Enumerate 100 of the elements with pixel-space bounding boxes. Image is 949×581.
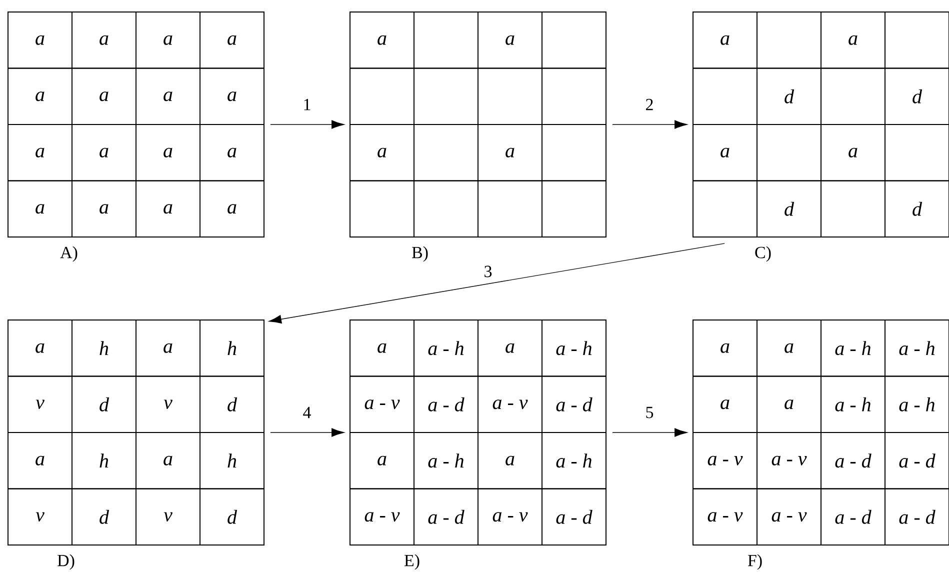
- grid-cell: a: [692, 320, 758, 377]
- grid-cell: h: [200, 432, 264, 490]
- grid-cell: d: [200, 376, 264, 433]
- arrow: [612, 120, 688, 129]
- grid-cell: h: [72, 320, 136, 377]
- grid-cell: a: [350, 320, 414, 377]
- grid-cell: a - v: [350, 376, 414, 433]
- empty-cell: [350, 180, 414, 238]
- grid-cell: a - h: [542, 320, 606, 377]
- grid-cell: a - d: [414, 488, 478, 546]
- empty-cell: [542, 180, 606, 238]
- grid-cell: a: [8, 124, 72, 182]
- grid-cell: a: [820, 124, 886, 182]
- grid-cell: a: [72, 124, 136, 182]
- grid-cell: d: [200, 488, 264, 546]
- empty-cell: [414, 180, 478, 238]
- arrow: [612, 428, 688, 437]
- empty-cell: [756, 12, 822, 69]
- edge-label: 3: [484, 266, 492, 278]
- grid-cell: a - d: [820, 432, 886, 490]
- panel-label: E): [404, 554, 420, 570]
- edge-label: 4: [303, 406, 311, 418]
- grid-cell: a: [8, 68, 72, 125]
- grid-cell: a: [820, 12, 886, 69]
- grid-cell: a: [200, 124, 264, 182]
- empty-cell: [692, 180, 758, 238]
- grid-cell: a: [136, 432, 200, 490]
- grid-cell: a: [350, 124, 414, 182]
- empty-cell: [884, 124, 949, 182]
- grid-cell: a - v: [692, 432, 758, 490]
- grid-cell: d: [884, 68, 949, 125]
- grid-cell: a - v: [692, 488, 758, 546]
- grid-cell: h: [72, 432, 136, 490]
- grid-cell: a - h: [820, 320, 886, 377]
- grid-cell: v: [8, 376, 72, 433]
- empty-cell: [542, 124, 606, 182]
- grid-cell: a: [72, 180, 136, 238]
- grid-cell: a - h: [542, 432, 606, 490]
- grid-cell: a - d: [414, 376, 478, 433]
- grid-cell: a - h: [414, 320, 478, 377]
- grid-cell: a - h: [820, 376, 886, 433]
- arrow: [270, 428, 344, 437]
- empty-cell: [542, 68, 606, 125]
- grid-cell: a - v: [478, 488, 542, 546]
- panel-label: D): [58, 554, 74, 570]
- grid-cell: v: [8, 488, 72, 546]
- grid-cell: a: [200, 68, 264, 125]
- grid-cell: a: [756, 376, 822, 433]
- grid-cell: a: [756, 320, 822, 377]
- grid-cell: a: [136, 320, 200, 377]
- grid-cell: a - d: [542, 488, 606, 546]
- grid-cell: a - v: [350, 488, 414, 546]
- empty-cell: [820, 180, 886, 238]
- arrow: [268, 243, 725, 324]
- empty-cell: [414, 124, 478, 182]
- grid-cell: a - v: [756, 432, 822, 490]
- grid-cell: a - v: [478, 376, 542, 433]
- grid-cell: a - d: [884, 432, 949, 490]
- grid-cell: d: [756, 180, 822, 238]
- grid-cell: d: [72, 488, 136, 546]
- grid-cell: a: [8, 432, 72, 490]
- grid-cell: a: [478, 12, 542, 69]
- grid-cell: a: [350, 12, 414, 69]
- arrow: [270, 120, 344, 129]
- panel-label: B): [412, 246, 428, 262]
- grid-cell: a: [692, 12, 758, 69]
- grid-cell: a: [8, 12, 72, 69]
- edge-label: 1: [304, 98, 310, 110]
- grid-cell: a: [692, 124, 758, 182]
- grid-cell: a - d: [820, 488, 886, 546]
- grid-cell: a: [692, 376, 758, 433]
- grid-cell: a: [136, 124, 200, 182]
- grid-cell: a: [136, 12, 200, 69]
- grid-cell: a - h: [414, 432, 478, 490]
- grid-cell: a: [8, 320, 72, 377]
- grid-cell: d: [72, 376, 136, 433]
- grid-cell: a - d: [884, 488, 949, 546]
- grid-cell: a - h: [884, 376, 949, 433]
- panel-label: A): [60, 246, 78, 262]
- empty-cell: [884, 12, 949, 69]
- panel-label: C): [755, 246, 771, 262]
- empty-cell: [692, 68, 758, 125]
- empty-cell: [414, 68, 478, 125]
- empty-cell: [414, 12, 478, 69]
- empty-cell: [820, 68, 886, 125]
- grid-cell: a: [72, 68, 136, 125]
- grid-cell: a: [478, 124, 542, 182]
- empty-cell: [350, 68, 414, 125]
- grid-cell: a: [200, 12, 264, 69]
- grid-cell: a - d: [542, 376, 606, 433]
- empty-cell: [478, 68, 542, 125]
- grid-cell: h: [200, 320, 264, 377]
- grid-cell: a - h: [884, 320, 949, 377]
- grid-cell: a: [478, 320, 542, 377]
- grid-cell: d: [756, 68, 822, 125]
- grid-cell: a: [350, 432, 414, 490]
- grid-cell: a: [8, 180, 72, 238]
- grid-cell: v: [136, 376, 200, 433]
- grid-cell: a: [478, 432, 542, 490]
- grid-cell: a: [72, 12, 136, 69]
